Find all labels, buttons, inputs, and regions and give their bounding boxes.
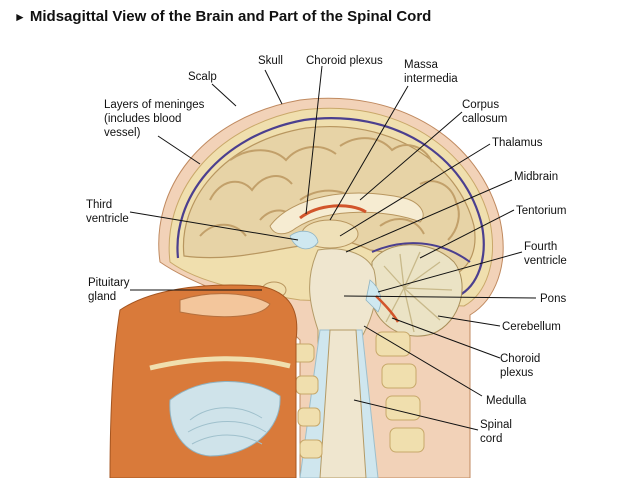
label-corpus-line1: Corpus [462, 99, 499, 111]
choroid-plexus-upper [299, 204, 367, 220]
cerebellum-arbor [383, 251, 453, 333]
label-choroid-lower-line2: plexus [500, 367, 533, 379]
leader-spinal-cord [353, 399, 479, 431]
leader-meninges [157, 135, 201, 165]
label-pituitary-line2: gland [88, 291, 116, 303]
label-spinal-line1: Spinal [480, 419, 512, 431]
tentorium [371, 242, 471, 263]
leader-pons [343, 295, 537, 299]
leader-thalamus [339, 143, 491, 237]
label-pons: Pons [540, 293, 566, 305]
label-third-line2: ventricle [86, 213, 129, 225]
tongue [169, 381, 281, 457]
label-thalamus: Thalamus [492, 137, 543, 149]
leader-medulla [363, 325, 483, 397]
label-cerebellum: Cerebellum [502, 321, 561, 333]
leader-massa-intermedia [329, 85, 409, 221]
cerebellum [371, 244, 463, 337]
label-choroid-lower-line1: Choroid [500, 353, 540, 365]
label-fourth-line2: ventricle [524, 255, 567, 267]
leader-third-ventricle [129, 211, 299, 241]
label-meninges-line1: Layers of meninges [104, 99, 205, 111]
leader-choroid-plexus-lower [391, 317, 501, 359]
label-tentorium: Tentorium [516, 205, 567, 217]
title-arrow-icon: ► [14, 10, 26, 24]
leader-corpus-callosum [359, 111, 463, 201]
leader-fourth-ventricle [377, 251, 523, 293]
leader-tentorium [419, 209, 515, 259]
meninges-line [176, 117, 485, 297]
sinus-cavity [179, 293, 271, 318]
label-scalp: Scalp [188, 71, 217, 83]
label-meninges-line3: vessel) [104, 127, 141, 139]
spinal-cord [319, 329, 367, 478]
label-skull: Skull [258, 55, 283, 67]
third-ventricle [289, 230, 319, 250]
label-spinal-line2: cord [480, 433, 502, 445]
leader-lines [129, 65, 537, 431]
leader-cerebellum [437, 315, 501, 327]
diagram-title: ►Midsagittal View of the Brain and Part … [14, 8, 431, 25]
leader-scalp [211, 83, 237, 107]
label-pituitary-line1: Pituitary [88, 277, 130, 289]
label-massa-line1: Massa [404, 59, 438, 71]
label-corpus-line2: callosum [462, 113, 507, 125]
label-third-line1: Third [86, 199, 112, 211]
label-medulla: Medulla [486, 395, 527, 407]
label-midbrain: Midbrain [514, 171, 558, 183]
label-fourth-line1: Fourth [524, 241, 557, 253]
leader-midbrain [345, 179, 513, 253]
leader-choroid-plexus [305, 65, 323, 215]
corpus-callosum [269, 192, 424, 235]
title-text: Midsagittal View of the Brain and Part o… [29, 8, 432, 25]
label-choroid-plexus: Choroid plexus [306, 55, 383, 67]
leader-skull [264, 69, 283, 105]
label-meninges-line2: (includes blood [104, 113, 181, 125]
label-massa-line2: intermedia [404, 73, 458, 85]
palate [149, 356, 291, 371]
tongue-muscle-lines [187, 407, 267, 445]
